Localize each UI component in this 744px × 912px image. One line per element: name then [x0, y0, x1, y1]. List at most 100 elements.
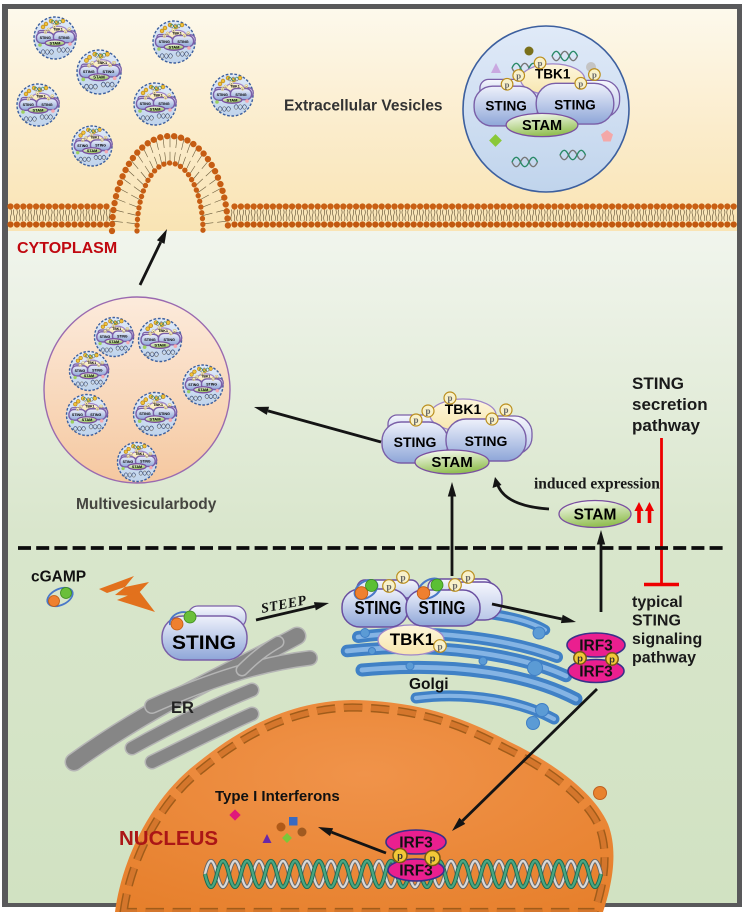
svg-text:TBK1: TBK1: [172, 31, 182, 35]
svg-text:p: p: [130, 454, 132, 456]
svg-text:p: p: [98, 58, 100, 61]
svg-text:p: p: [80, 406, 82, 409]
svg-text:CYTOPLASM: CYTOPLASM: [17, 240, 117, 257]
svg-text:p: p: [170, 332, 172, 335]
svg-text:p: p: [592, 70, 597, 80]
svg-text:p: p: [88, 360, 90, 362]
svg-text:pathway: pathway: [632, 416, 701, 435]
svg-text:p: p: [80, 365, 82, 367]
svg-text:STAM: STAM: [84, 374, 94, 378]
svg-text:p: p: [128, 456, 130, 458]
svg-text:STAM: STAM: [33, 107, 45, 112]
svg-text:STING: STING: [163, 338, 175, 342]
svg-text:p: p: [136, 451, 138, 453]
svg-text:STING: STING: [394, 434, 437, 450]
svg-text:TBK1: TBK1: [153, 403, 163, 407]
svg-text:p: p: [577, 653, 583, 664]
svg-text:p: p: [69, 28, 71, 31]
svg-text:p: p: [169, 94, 171, 97]
svg-text:p: p: [77, 408, 79, 411]
svg-text:p: p: [430, 853, 436, 864]
svg-text:p: p: [489, 414, 494, 424]
svg-text:p: p: [538, 58, 543, 68]
svg-text:Extracellular Vesicles: Extracellular Vesicles: [284, 98, 443, 115]
svg-text:p: p: [159, 327, 161, 330]
svg-text:p: p: [437, 642, 442, 652]
svg-text:secretion: secretion: [632, 395, 708, 414]
svg-text:STAM: STAM: [87, 149, 97, 153]
svg-text:p: p: [400, 573, 405, 583]
svg-text:IRF3: IRF3: [399, 835, 433, 852]
svg-text:STAM: STAM: [522, 118, 562, 134]
svg-text:STING: STING: [158, 412, 170, 416]
svg-text:p: p: [505, 79, 510, 89]
svg-text:p: p: [86, 402, 88, 405]
svg-text:STAM: STAM: [227, 97, 239, 102]
svg-text:p: p: [28, 98, 30, 101]
svg-text:p: p: [202, 373, 204, 375]
svg-text:TBK1: TBK1: [112, 327, 121, 331]
svg-text:STING: STING: [139, 412, 151, 416]
svg-text:STING: STING: [485, 98, 527, 113]
svg-text:p: p: [54, 25, 56, 28]
svg-text:TBK1: TBK1: [85, 404, 94, 408]
svg-text:p: p: [109, 64, 111, 67]
svg-text:p: p: [184, 34, 186, 37]
svg-text:p: p: [145, 407, 147, 410]
svg-text:STAM: STAM: [82, 417, 93, 422]
svg-text:STAM: STAM: [50, 40, 62, 45]
svg-text:p: p: [174, 330, 176, 333]
svg-text:STING: STING: [58, 36, 69, 40]
svg-text:p: p: [465, 573, 470, 583]
svg-text:STING: STING: [144, 338, 156, 342]
svg-text:Type I Interferons: Type I Interferons: [215, 788, 340, 805]
svg-text:p: p: [82, 140, 84, 142]
svg-text:typical: typical: [632, 594, 683, 611]
svg-text:STING: STING: [100, 335, 111, 339]
svg-text:p: p: [413, 415, 418, 425]
svg-text:p: p: [91, 134, 93, 136]
svg-text:p: p: [113, 62, 115, 65]
svg-text:p: p: [169, 404, 171, 407]
svg-text:p: p: [503, 405, 508, 415]
svg-text:p: p: [82, 363, 84, 365]
svg-text:STING: STING: [90, 413, 101, 417]
svg-text:p: p: [578, 78, 583, 88]
svg-text:p: p: [609, 654, 615, 665]
svg-text:STING: STING: [83, 69, 95, 74]
svg-text:p: p: [88, 64, 90, 67]
svg-text:p: p: [145, 97, 147, 100]
svg-text:p: p: [242, 87, 244, 90]
svg-text:STAM: STAM: [132, 465, 142, 469]
svg-text:p: p: [85, 138, 87, 140]
svg-text:p: p: [127, 329, 129, 331]
svg-text:TBK1: TBK1: [53, 27, 63, 31]
svg-text:STING: STING: [554, 97, 596, 112]
svg-text:STING: STING: [77, 144, 88, 148]
svg-text:STING: STING: [92, 369, 103, 373]
svg-text:pathway: pathway: [632, 650, 696, 667]
svg-text:p: p: [48, 28, 50, 31]
svg-text:p: p: [98, 365, 100, 367]
svg-text:STAM: STAM: [198, 388, 208, 392]
svg-text:STING: STING: [140, 102, 151, 106]
svg-text:NUCLEUS: NUCLEUS: [119, 827, 218, 850]
svg-text:STING: STING: [158, 102, 169, 106]
svg-text:Golgi: Golgi: [409, 676, 449, 693]
svg-text:STAM: STAM: [169, 44, 181, 49]
svg-text:TBK1: TBK1: [445, 401, 482, 417]
svg-text:STING: STING: [632, 374, 684, 393]
svg-text:STING: STING: [103, 69, 115, 74]
svg-text:STING: STING: [123, 460, 134, 464]
svg-text:STING: STING: [632, 613, 681, 630]
svg-text:p: p: [516, 71, 521, 81]
svg-text:STAM: STAM: [149, 416, 161, 421]
svg-text:cGAMP: cGAMP: [31, 569, 86, 586]
svg-text:STING: STING: [188, 383, 199, 387]
svg-text:p: p: [397, 851, 403, 862]
svg-text:TBK1: TBK1: [158, 329, 168, 333]
svg-text:p: p: [48, 97, 50, 100]
svg-text:p: p: [165, 96, 167, 99]
svg-text:p: p: [150, 454, 152, 456]
svg-text:IRF3: IRF3: [579, 638, 613, 655]
